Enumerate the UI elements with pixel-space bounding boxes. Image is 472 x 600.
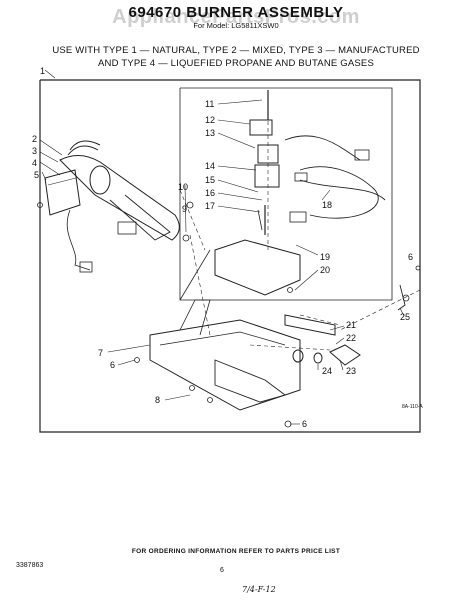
usage-note-line-2: AND TYPE 4 — LIQUEFIED PROPANE AND BUTAN… [98, 58, 374, 69]
callout-14: 14 [205, 161, 215, 171]
callout-13: 13 [205, 128, 215, 138]
callout-17: 17 [205, 201, 215, 211]
callout-18: 18 [322, 200, 332, 210]
frame-outline [39, 79, 421, 433]
callout-10: 10 [178, 182, 188, 192]
callout-24: 24 [322, 366, 332, 376]
ordering-note: FOR ORDERING INFORMATION REFER TO PARTS … [131, 548, 341, 555]
handwritten-note: 7/4-F-12 [242, 585, 276, 594]
callout-7: 7 [98, 348, 103, 358]
callout-22: 22 [346, 333, 356, 343]
document-number: 3387863 [16, 562, 44, 569]
watermark: AppliancePartsPros.com [112, 6, 360, 28]
callout-11: 11 [205, 99, 214, 109]
model-number: For Model: LG5811XSW0 [193, 21, 279, 30]
callout-6-bottom: 6 [302, 419, 307, 429]
diagram-reference: 8A-110-A [402, 404, 423, 410]
callout-21: 21 [346, 320, 356, 330]
callout-5: 5 [34, 170, 39, 180]
callout-1: 1 [40, 66, 45, 76]
callout-4: 4 [32, 158, 37, 168]
callout-15: 15 [205, 175, 215, 185]
callout-25: 25 [400, 312, 410, 322]
page-number: 6 [220, 567, 224, 574]
callout-9: 9 [182, 204, 187, 214]
callout-16: 16 [205, 188, 215, 198]
callout-3: 3 [32, 146, 37, 156]
usage-note-line-1: USE WITH TYPE 1 — NATURAL, TYPE 2 — MIXE… [52, 45, 420, 56]
page-title: 694670 BURNER ASSEMBLY [128, 4, 344, 21]
callout-12: 12 [205, 115, 215, 125]
callout-6-right: 6 [408, 252, 413, 262]
callout-2: 2 [32, 134, 37, 144]
callout-8: 8 [155, 395, 160, 405]
callout-6-left: 6 [110, 360, 115, 370]
callout-23: 23 [346, 366, 356, 376]
callout-20: 20 [320, 265, 330, 275]
callout-19: 19 [320, 252, 330, 262]
